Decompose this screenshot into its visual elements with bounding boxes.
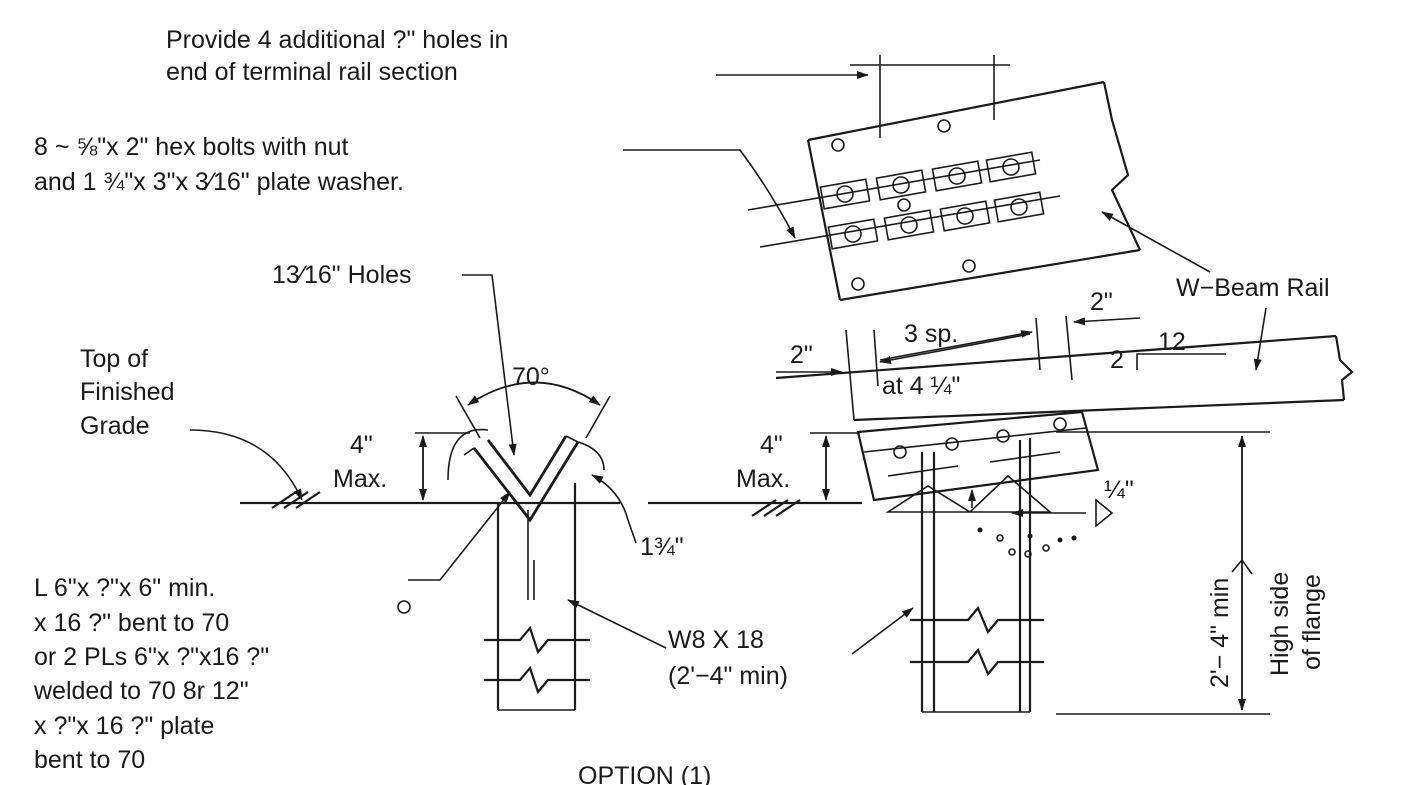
leader-w-beam-plate xyxy=(1101,211,1211,273)
leader-w-beam-rail xyxy=(1253,307,1267,371)
spec-angle-line3: or 2 PLs 6"x ?"x16 ?" xyxy=(34,643,269,671)
note-bolts-line1: 8 ~ ⅝"x 2" hex bolts with nut xyxy=(34,133,349,161)
label-weld-size: ¼" xyxy=(1104,476,1134,504)
label-slope-rise: 2 xyxy=(1110,346,1124,374)
leader-bolts xyxy=(623,149,796,239)
label-spacing-1: 3 sp. xyxy=(904,320,958,348)
label-spacing-2: at 4 ¼" xyxy=(882,372,960,400)
label-4-max-left-1: 4" xyxy=(350,431,373,459)
spec-angle-line2: x 16 ?" bent to 70 xyxy=(34,609,229,637)
label-4-max-right-1: 4" xyxy=(760,431,783,459)
bolt-row-1 xyxy=(819,151,1037,210)
option-caption: OPTION (1) xyxy=(578,762,711,785)
left-post-section xyxy=(240,381,620,711)
label-w-beam-rail: W−Beam Rail xyxy=(1176,274,1330,302)
rail-end-plan-view xyxy=(747,55,1141,302)
label-slope-run: 12 xyxy=(1158,328,1186,356)
label-top-grade-3: Grade xyxy=(80,412,149,440)
label-4-max-right-2: Max. xyxy=(736,465,790,493)
label-embed-depth: 2'− 4" min xyxy=(1206,578,1234,688)
right-post-section xyxy=(648,315,1354,715)
label-top-grade-2: Finished xyxy=(80,378,175,406)
label-post-size: W8 X 18 xyxy=(668,626,764,654)
label-1-3-4: 1¾" xyxy=(640,533,684,561)
leader-1-3-4 xyxy=(591,474,637,544)
label-post-length: (2'−4" min) xyxy=(668,662,788,690)
label-angle-70: 70° xyxy=(512,363,550,391)
note-holes-line1: Provide 4 additional ?" holes in xyxy=(166,26,508,54)
leader-post-left xyxy=(567,599,667,649)
label-2in-right: 2" xyxy=(1090,288,1113,316)
bolt-row-2 xyxy=(827,191,1045,250)
note-holes-line2: end of terminal rail section xyxy=(166,58,458,86)
label-top-grade-1: Top of xyxy=(80,345,148,373)
leader-angle-spec xyxy=(408,491,511,581)
leader-top-grade xyxy=(189,429,303,501)
label-holes-size: 13⁄16" Holes xyxy=(272,261,412,289)
label-2in-left: 2" xyxy=(790,341,813,369)
spec-angle-line1: L 6"x ?"x 6" min. xyxy=(34,574,215,602)
spec-angle-line5: x ?"x 16 ?" plate xyxy=(34,712,214,740)
leader-holes-size xyxy=(462,274,517,456)
label-flange-2: of flange xyxy=(1298,574,1326,670)
label-4-max-left-2: Max. xyxy=(333,465,387,493)
label-flange-1: High side xyxy=(1266,572,1294,676)
spec-angle-line4: welded to 70 8r 12" xyxy=(33,677,249,705)
leader-post-right xyxy=(851,607,914,655)
note-bolts-line2: and 1 ¾"x 3"x 3⁄16" plate washer. xyxy=(34,168,404,196)
spec-angle-line6: bent to 70 xyxy=(34,746,145,774)
